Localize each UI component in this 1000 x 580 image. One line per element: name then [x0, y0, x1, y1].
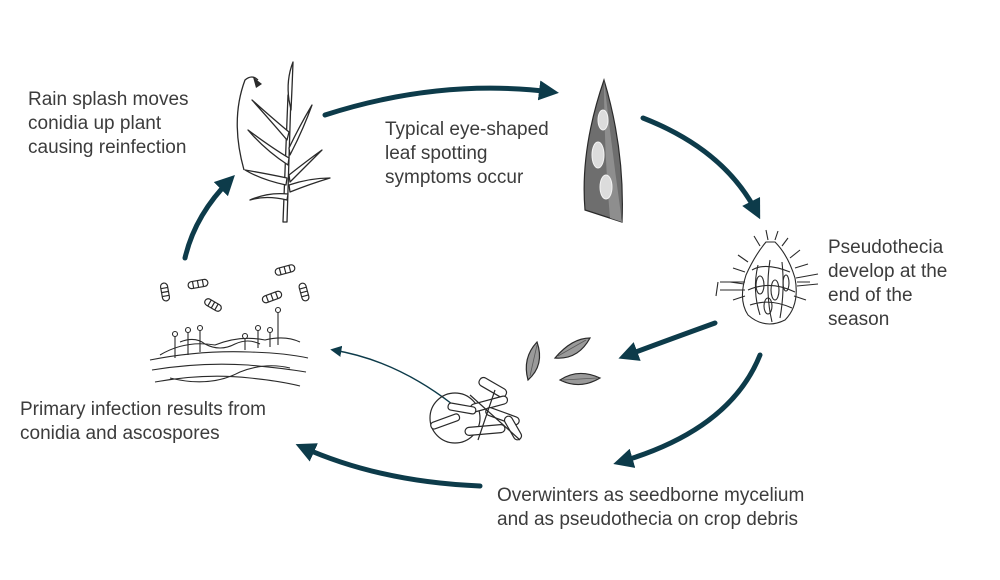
label-pseudothecia: Pseudothecia develop at the end of the s… [828, 236, 947, 332]
label-line: develop at the [828, 261, 948, 282]
label-line: Rain splash moves [28, 89, 189, 110]
label-line: symptoms occur [385, 167, 524, 188]
seed-icon [525, 337, 602, 386]
arrow-debris-to-mycelium [330, 345, 453, 405]
crop-debris-icon [429, 376, 523, 444]
wheat-plant-icon [236, 61, 331, 223]
mycelium-icon [149, 306, 309, 387]
label-line: causing reinfection [28, 137, 187, 158]
label-line: Primary infection results from [20, 399, 267, 420]
label-line: Pseudothecia [828, 237, 944, 258]
label-line: and as pseudothecia on crop debris [497, 509, 799, 530]
label-line: conidia and ascospores [20, 423, 220, 444]
label-primary-infection: Primary infection results from conidia a… [20, 398, 266, 446]
label-line: end of the [828, 285, 913, 306]
arrow-plant-to-leaf [322, 80, 559, 118]
label-line: season [828, 309, 890, 330]
arrow-pseudothecia-to-overwinter [613, 352, 763, 468]
arrow-primary-to-plant [182, 175, 235, 261]
arrow-leaf-to-pseudothecia [640, 115, 761, 220]
spore-icon [159, 264, 310, 312]
pseudothecium-icon [715, 229, 819, 325]
label-eye-spot: Typical eye-shaped leaf spotting symptom… [385, 118, 549, 190]
arrow-pseudothecia-to-seeds [618, 320, 718, 361]
cycle-arrows [182, 80, 763, 489]
infected-leaf-icon [583, 78, 623, 223]
label-rain-splash: Rain splash moves conidia up plant causi… [28, 88, 189, 160]
label-line: Typical eye-shaped [385, 119, 549, 140]
label-line: Overwinters as seedborne mycelium [497, 485, 805, 506]
label-overwinter: Overwinters as seedborne mycelium and as… [497, 484, 804, 532]
label-line: leaf spotting [385, 143, 488, 164]
label-line: conidia up plant [28, 113, 162, 134]
arrow-overwinter-to-primary [295, 443, 483, 489]
